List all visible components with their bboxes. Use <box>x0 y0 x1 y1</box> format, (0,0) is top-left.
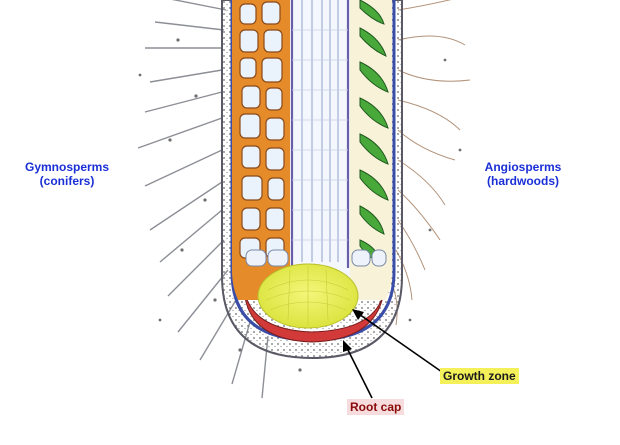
gymnosperms-label-line2: (conifers) <box>12 174 122 188</box>
angiosperms-label-line2: (hardwoods) <box>468 174 578 188</box>
gymnosperms-label-line1: Gymnosperms <box>12 160 122 174</box>
root-cap-label: Root cap <box>347 399 404 415</box>
growth-zone-label: Growth zone <box>440 368 519 384</box>
angiosperms-label: Angiosperms (hardwoods) <box>468 160 578 188</box>
angiosperms-label-line1: Angiosperms <box>468 160 578 174</box>
gymnosperms-label: Gymnosperms (conifers) <box>12 160 122 188</box>
